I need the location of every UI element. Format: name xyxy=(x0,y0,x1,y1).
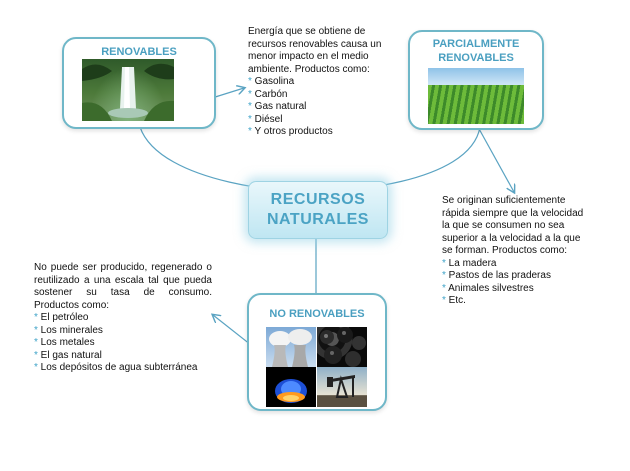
list-item: Diésel xyxy=(248,114,388,127)
list-item: Los depósitos de agua subterránea xyxy=(34,362,212,375)
waterfall-image xyxy=(82,59,174,121)
parcialmente-title: PARCIALMENTE RENOVABLES xyxy=(410,37,542,65)
arrow-to-parcial-text xyxy=(477,126,514,192)
list-item: Animales silvestres xyxy=(442,283,592,296)
list-item: Los minerales xyxy=(34,325,212,338)
parcialmente-list: La madera Pastos de las praderas Animale… xyxy=(442,258,592,308)
list-item: Gasolina xyxy=(248,76,388,89)
power-plant-image xyxy=(266,327,316,367)
list-item: Etc. xyxy=(442,295,592,308)
renovables-title: RENOVABLES xyxy=(101,46,177,58)
renovables-card: RENOVABLES xyxy=(62,37,216,129)
parcialmente-description-text: Se originan suficientemente rápida siemp… xyxy=(442,195,584,256)
coal-image xyxy=(317,327,367,367)
list-item: El gas natural xyxy=(34,350,212,363)
field-sky xyxy=(428,68,524,85)
parcialmente-title-line1: PARCIALMENTE xyxy=(432,38,520,50)
renovables-description: Energía que se obtiene de recursos renov… xyxy=(248,26,388,139)
no-renovables-title: NO RENOVABLES xyxy=(269,308,365,320)
gas-flame-image xyxy=(266,367,316,407)
no-renovables-card: NO RENOVABLES xyxy=(247,293,387,411)
list-item: Carbón xyxy=(248,89,388,102)
list-item: Pastos de las praderas xyxy=(442,270,592,283)
list-item: Los metales xyxy=(34,337,212,350)
list-item: La madera xyxy=(442,258,592,271)
renovables-list: Gasolina Carbón Gas natural Diésel Y otr… xyxy=(248,76,388,139)
list-item: Y otros productos xyxy=(248,126,388,139)
crop-field-image xyxy=(428,68,524,124)
no-renovables-description: No puede ser producido, regenerado o reu… xyxy=(34,262,212,375)
recursos-naturales-center: RECURSOS NATURALES xyxy=(248,181,388,239)
center-title-line1: RECURSOS xyxy=(270,191,366,208)
list-item: Gas natural xyxy=(248,101,388,114)
no-renovables-list: El petróleo Los minerales Los metales El… xyxy=(34,312,212,375)
parcialmente-renovables-card: PARCIALMENTE RENOVABLES xyxy=(408,30,544,130)
oil-pump-image xyxy=(317,367,367,407)
center-title: RECURSOS NATURALES xyxy=(249,190,387,230)
parcialmente-title-line2: RENOVABLES xyxy=(438,52,514,64)
list-item: El petróleo xyxy=(34,312,212,325)
renovables-description-text: Energía que se obtiene de recursos renov… xyxy=(248,26,382,75)
parcialmente-description: Se originan suficientemente rápida siemp… xyxy=(442,195,592,308)
center-title-line2: NATURALES xyxy=(267,211,369,228)
no-renovables-description-text: No puede ser producido, regenerado o reu… xyxy=(34,262,212,311)
